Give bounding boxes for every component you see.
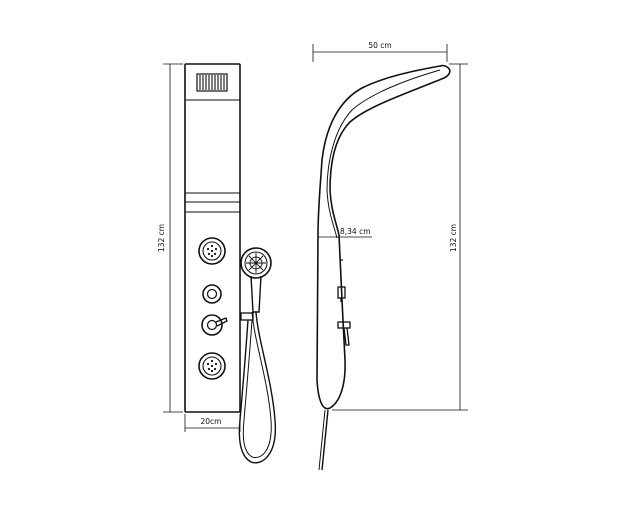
body-jet-upper-icon (198, 237, 226, 265)
shower-hose (238, 311, 277, 464)
front-height-dimension (163, 63, 183, 413)
side-width-label: 50 cm (368, 41, 391, 50)
front-width-label: 20cm (201, 417, 222, 426)
front-width-dimension (184, 414, 241, 432)
hose-holder (240, 312, 254, 321)
side-width-dimension (312, 44, 448, 62)
side-depth-label: 8,34 cm (340, 227, 371, 236)
front-panel-body (184, 63, 241, 413)
side-panel-inner-profile (326, 69, 441, 239)
rain-head-vent (196, 73, 228, 92)
front-height-label: 132 cm (157, 224, 166, 252)
side-view (316, 64, 451, 471)
body-jet-lower-icon (198, 352, 226, 380)
side-height-label: 132 cm (449, 224, 458, 252)
side-panel-profile (316, 64, 451, 410)
side-knob-icon (337, 286, 346, 302)
hand-shower-head-icon (240, 247, 272, 313)
side-height-dimension (332, 63, 468, 411)
side-hose-inner (318, 409, 326, 471)
side-lever-icon (337, 321, 351, 346)
shower-hose-inner (242, 311, 272, 458)
vent-slots (199, 75, 225, 90)
side-hose (321, 409, 329, 471)
mixer-lever-icon (201, 314, 228, 336)
front-view (184, 63, 277, 464)
diverter-knob-icon (202, 284, 222, 304)
